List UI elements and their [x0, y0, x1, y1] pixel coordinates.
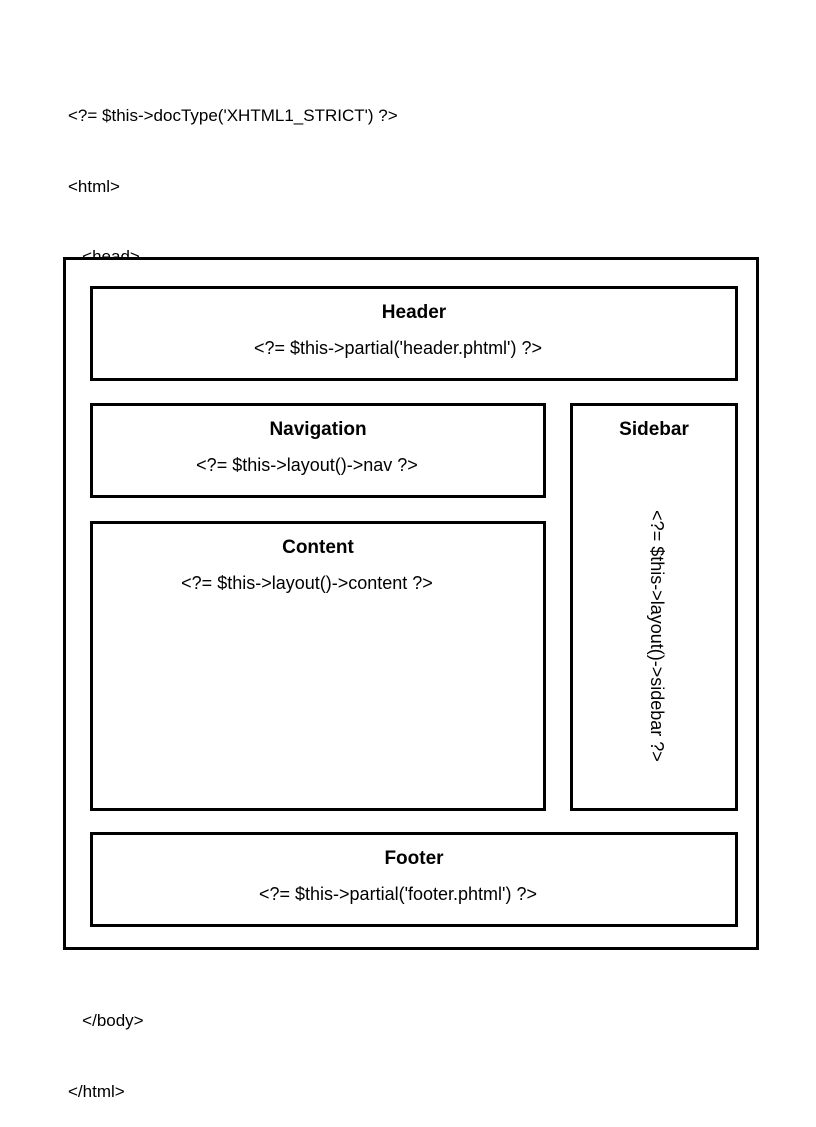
code-line-doctype: <?= $this->docType('XHTML1_STRICT') ?> [68, 106, 398, 125]
code-line-html-close: </html> [68, 1081, 125, 1101]
navigation-region-box: Navigation <?= $this->layout()->nav ?> [90, 403, 546, 498]
code-line-body-close: </body> [68, 1011, 144, 1030]
sidebar-rotated-code-area: <?= $this->layout()->sidebar ?> [573, 462, 741, 810]
header-region-title: Header [381, 302, 447, 323]
header-region-box: Header <?= $this->partial('header.phtml'… [90, 286, 738, 381]
code-line-html-open: <html> [68, 176, 120, 196]
content-region-box: Content <?= $this->layout()->content ?> [90, 521, 546, 811]
footer-region-box: Footer <?= $this->partial('footer.phtml'… [90, 832, 738, 927]
footer-region-code: <?= $this->partial('footer.phtml') ?> [258, 883, 538, 904]
footer-region-title: Footer [384, 848, 444, 869]
content-region-title: Content [282, 537, 354, 558]
sidebar-region-title: Sidebar [619, 419, 689, 440]
sidebar-region-box: Sidebar <?= $this->layout()->sidebar ?> [570, 403, 738, 811]
sidebar-region-code: <?= $this->layout()->sidebar ?> [647, 510, 667, 762]
navigation-region-title: Navigation [269, 419, 367, 440]
bottom-code-block: </body> </html> [68, 962, 144, 1127]
header-region-code: <?= $this->partial('header.phtml') ?> [253, 337, 543, 358]
content-region-code: <?= $this->layout()->content ?> [181, 572, 433, 593]
body-frame: Header <?= $this->partial('header.phtml'… [63, 257, 759, 950]
navigation-region-code: <?= $this->layout()->nav ?> [196, 454, 418, 475]
